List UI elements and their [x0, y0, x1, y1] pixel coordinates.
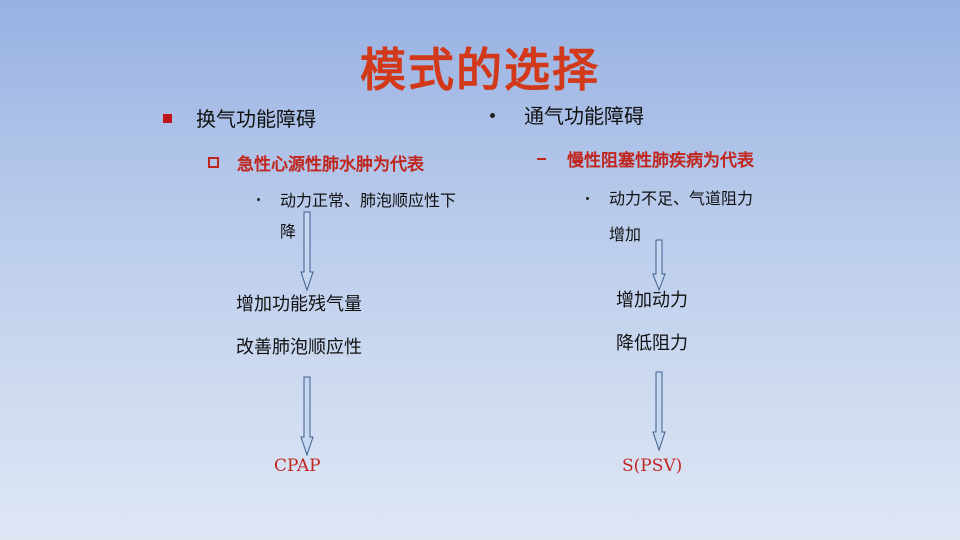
- right-result-line2: 降低阻力: [616, 333, 688, 354]
- hollow-square-bullet-icon: [208, 157, 219, 168]
- dash-bullet-icon: [537, 158, 546, 160]
- filled-square-bullet-icon: [163, 114, 172, 123]
- left-subheading: 急性心源性肺水肿为代表: [237, 155, 424, 175]
- right-final-mode: S(PSV): [622, 456, 683, 476]
- slide-title: 模式的选择: [360, 43, 600, 97]
- right-subheading: 慢性阻塞性肺疾病为代表: [567, 151, 754, 171]
- left-heading: 换气功能障碍: [196, 107, 316, 131]
- left-result-line1: 增加功能残气量: [236, 294, 362, 315]
- dot-bullet-icon: [586, 197, 589, 200]
- left-result-line2: 改善肺泡顺应性: [236, 337, 362, 358]
- down-arrow-icon: [300, 376, 314, 457]
- down-arrow-icon: [652, 239, 666, 292]
- right-result-line1: 增加动力: [616, 290, 688, 311]
- dot-bullet-icon: [490, 113, 495, 118]
- down-arrow-icon: [652, 371, 666, 452]
- right-detail-line2: 增加: [609, 225, 642, 244]
- dot-bullet-icon: [257, 198, 260, 201]
- left-final-mode: CPAP: [274, 456, 321, 476]
- down-arrow-icon: [300, 211, 314, 292]
- right-detail-line1: 动力不足、气道阻力: [609, 189, 754, 208]
- left-detail-line1: 动力正常、肺泡顺应性下: [280, 191, 457, 210]
- left-detail-line2: 降: [280, 222, 297, 241]
- right-heading: 通气功能障碍: [524, 104, 644, 128]
